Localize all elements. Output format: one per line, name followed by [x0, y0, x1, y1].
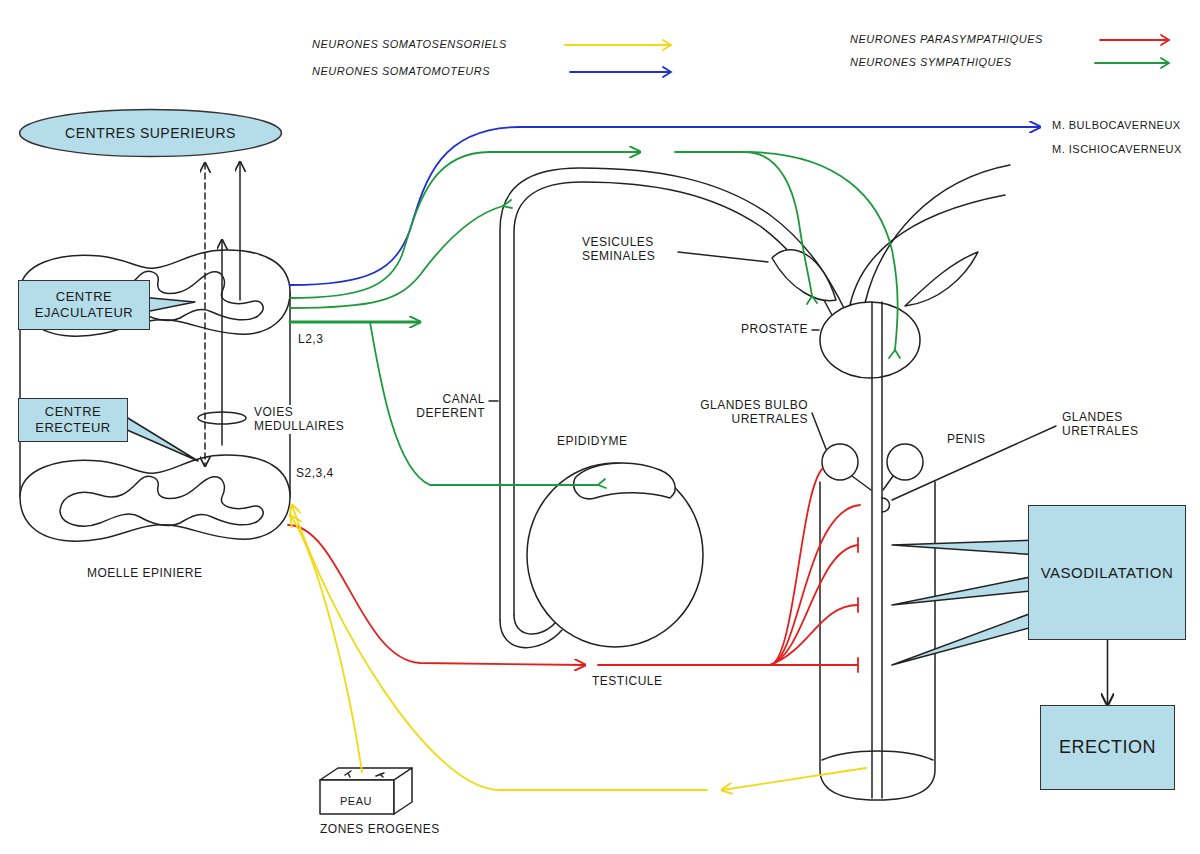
- nerve-ending: [857, 598, 859, 612]
- ascending-tract: [239, 162, 241, 300]
- segment-label: L2,3: [296, 332, 325, 346]
- spinal-cord-section: [20, 455, 290, 541]
- leader-line: [489, 400, 498, 402]
- bulbourethral-gland: [887, 444, 923, 480]
- urethral-gland: [882, 498, 890, 512]
- duct-outline: [850, 195, 1005, 305]
- sympathetic-nerve: [290, 321, 420, 324]
- organ-label: TESTICULE: [590, 674, 665, 688]
- node-text: CENTRE EJACULATEUR: [25, 289, 143, 320]
- node-text: VASODILATATION: [1041, 564, 1174, 582]
- spinal-centre-box: CENTRE ERECTEUR: [18, 398, 128, 442]
- leader-line: [812, 329, 819, 331]
- legend-sample: [565, 39, 672, 51]
- sympathetic-nerve: [370, 322, 598, 485]
- leader-line: [678, 252, 768, 262]
- sympathetic-nerve: [290, 152, 640, 298]
- effect-box: VASODILATATION: [1028, 505, 1186, 640]
- leader-line: [892, 426, 1056, 500]
- legend-text: NEURONES SYMPATHIQUES: [850, 56, 1012, 69]
- descending-tract: [204, 163, 206, 466]
- legend-sample: [570, 66, 672, 78]
- organ-label: GLANDES BULBO URETRALES: [688, 398, 810, 427]
- glans-line: [822, 751, 933, 760]
- parasympathetic-nerve: [598, 664, 858, 666]
- somatomotor-nerve: [290, 127, 1040, 285]
- sympathetic-nerve: [675, 152, 812, 296]
- spinal-centre-box: CENTRE EJACULATEUR: [18, 280, 150, 330]
- parasympathetic-nerve: [770, 605, 858, 665]
- somatosensory-nerve: [722, 768, 866, 790]
- legend-text: NEURONES SOMATOSENSORIELS: [312, 38, 507, 51]
- organ-label: MOELLE EPINIERE: [85, 566, 205, 580]
- skin-block: [320, 780, 394, 814]
- urethra: [871, 302, 873, 798]
- ascending-tract: [221, 240, 223, 445]
- legend-arrow: [565, 40, 671, 50]
- nerve-fork: [598, 479, 606, 488]
- organ-label: PENIS: [945, 432, 988, 446]
- skin-label: PEAU: [338, 795, 374, 808]
- callout-pointer: [892, 610, 1040, 665]
- nerve-ending: [857, 658, 859, 672]
- sympathetic-nerve: [290, 206, 503, 308]
- legend-arrow: [570, 67, 671, 77]
- ellipse-outline: [20, 110, 282, 157]
- callout-pointer: [892, 575, 1040, 605]
- nerve-ending: [345, 771, 384, 777]
- legend-sample: [1095, 57, 1170, 69]
- higher-centres-ellipse: CENTRES SUPERIEURS: [18, 108, 283, 158]
- parasympathetic-nerve: [770, 545, 858, 665]
- organ-label: PROSTATE: [735, 322, 810, 336]
- segment-label: S2,3,4: [294, 466, 336, 480]
- grey-matter: [60, 476, 263, 526]
- seminal-vesicle: [905, 252, 978, 306]
- node-text: CENTRE ERECTEUR: [25, 404, 121, 435]
- penis-outline: [820, 482, 935, 800]
- muscle-label: M. BULBOCAVERNEUX: [1050, 119, 1183, 132]
- nerve-fork: [889, 350, 900, 358]
- gland-duct: [883, 476, 893, 490]
- leader-line: [812, 413, 826, 449]
- nerve-fork: [503, 200, 512, 208]
- testicle: [527, 463, 703, 647]
- parasympathetic-nerve: [770, 505, 860, 665]
- parasympathetic-nerve: [288, 525, 585, 665]
- organ-label: CANAL DEFERENT: [409, 392, 487, 421]
- prostate: [820, 302, 920, 378]
- nerve-ending: [857, 538, 859, 552]
- legend-arrow: [1100, 35, 1169, 45]
- legend-text: NEURONES PARASYMPATHIQUES: [850, 33, 1043, 46]
- result-box: ERECTION: [1040, 705, 1175, 790]
- epididymis: [574, 463, 676, 499]
- legend-sample: [1100, 34, 1170, 46]
- nerve-fork: [807, 296, 817, 304]
- legend-text: NEURONES SOMATOMOTEURS: [312, 65, 490, 78]
- muscle-label: M. ISCHIOCAVERNEUX: [1050, 143, 1184, 156]
- callout-pointer: [118, 412, 198, 461]
- somatosensory-nerve: [292, 505, 707, 790]
- bulbourethral-gland: [822, 444, 858, 480]
- legend-arrow: [1095, 58, 1169, 68]
- vas-deferens: [514, 615, 556, 634]
- organ-label: GLANDES URETRALES: [1060, 410, 1172, 439]
- flow-arrow: [1107, 640, 1109, 705]
- gland-duct: [852, 476, 871, 490]
- node-text: CENTRES SUPERIEURS: [65, 125, 236, 142]
- organ-label: EPIDIDYME: [555, 434, 630, 448]
- urethra: [881, 302, 883, 798]
- tract-label: VOIES MEDULLAIRES: [252, 405, 360, 434]
- skin-label: ZONES EROGENES: [318, 822, 442, 836]
- callout-pointer: [892, 540, 1040, 555]
- sympathetic-nerve: [745, 152, 898, 350]
- node-text: ERECTION: [1059, 737, 1156, 759]
- skin-block: [394, 768, 412, 814]
- tract-ring: [198, 412, 246, 424]
- somatosensory-nerve: [291, 516, 362, 772]
- organ-label: VESICULES SEMINALES: [580, 235, 675, 264]
